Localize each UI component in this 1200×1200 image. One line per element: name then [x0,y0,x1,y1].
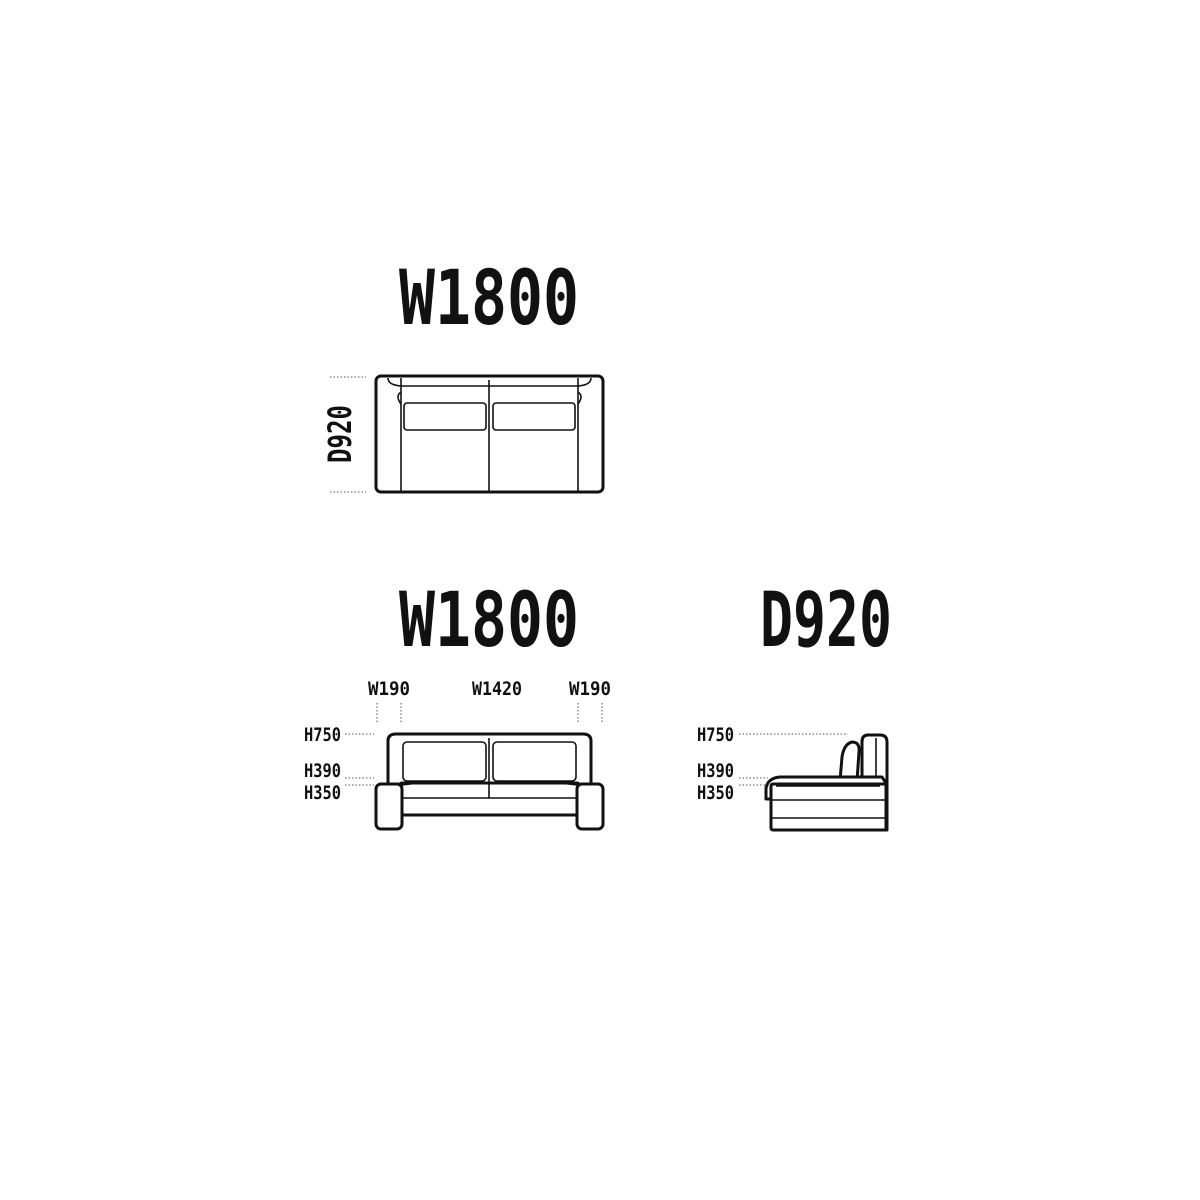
front-view-left-arm [374,782,404,831]
front-view-width-label: W1800 [399,575,579,664]
side-view-height-arm-label: H390 [697,760,734,782]
top-view-back-cushion-right [492,402,576,431]
front-view-height-total-label: H750 [304,724,341,746]
top-view-depth-label: D920 [321,405,359,463]
side-view: D920 H750 H390 H350 [697,575,892,832]
front-view-back-cushion-left [402,741,487,782]
front-view-arm-right-label: W190 [569,678,611,700]
top-view-back-cushion-left [403,402,487,431]
front-view-arm-left-label: W190 [368,678,410,700]
side-view-height-seat-label: H350 [697,782,734,804]
side-view-depth-label: D920 [760,575,892,664]
front-view-height-seat-label: H350 [304,782,341,804]
side-view-height-total-label: H750 [697,724,734,746]
side-view-back-cushion [838,740,861,783]
front-view-back-cushion-right [492,741,577,782]
front-view-height-arm-label: H390 [304,760,341,782]
top-view: W1800 D920 [321,253,605,494]
top-view-back-rail-inner [397,391,582,405]
top-view-width-label: W1800 [399,253,579,342]
front-view-seat-width-label: W1420 [472,678,522,700]
side-view-base [769,782,888,832]
front-view: W1800 W190 W1420 W190 H750 H390 H350 [304,575,611,831]
front-view-right-arm [575,782,605,831]
